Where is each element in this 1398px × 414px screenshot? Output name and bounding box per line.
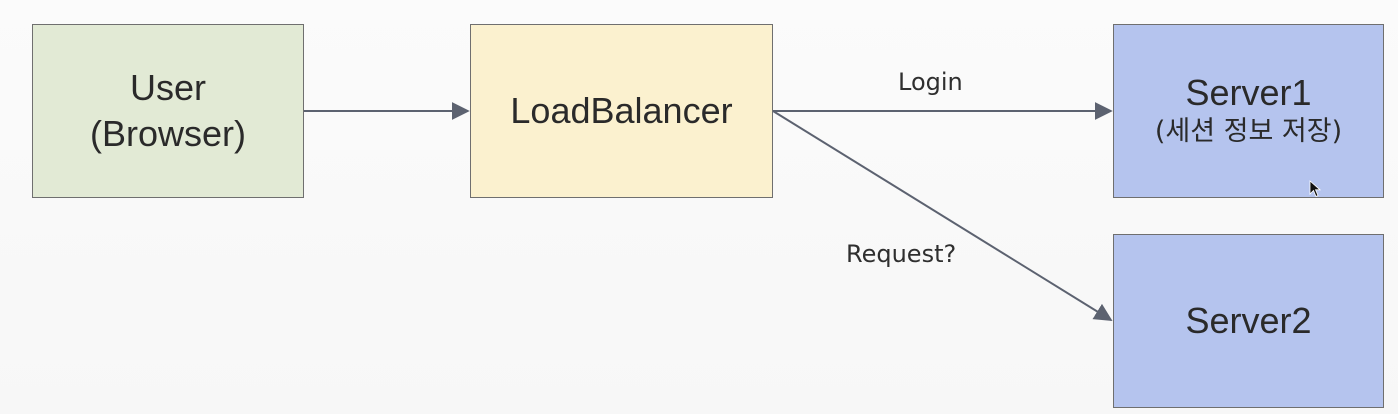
node-server1-label: Server1 [1185,72,1312,113]
node-server1: Server1 (세션 정보 저장) [1113,24,1384,198]
node-server2-label: Server2 [1185,300,1312,341]
edge-label-request: Request? [846,240,957,268]
edge-loadbalancer-to-server2 [772,110,1113,321]
node-user-label: User [129,67,206,108]
mouse-pointer-icon [1309,180,1321,198]
edge-label-login: Login [898,68,963,96]
node-load-balancer: LoadBalancer [470,24,773,198]
node-server1-sublabel: (세션 정보 저장) [1154,116,1343,147]
node-server2: Server2 [1113,234,1384,408]
node-load-balancer-label: LoadBalancer [510,90,733,131]
node-user-sublabel: (Browser) [89,113,246,154]
node-user-browser: User (Browser) [32,24,304,198]
